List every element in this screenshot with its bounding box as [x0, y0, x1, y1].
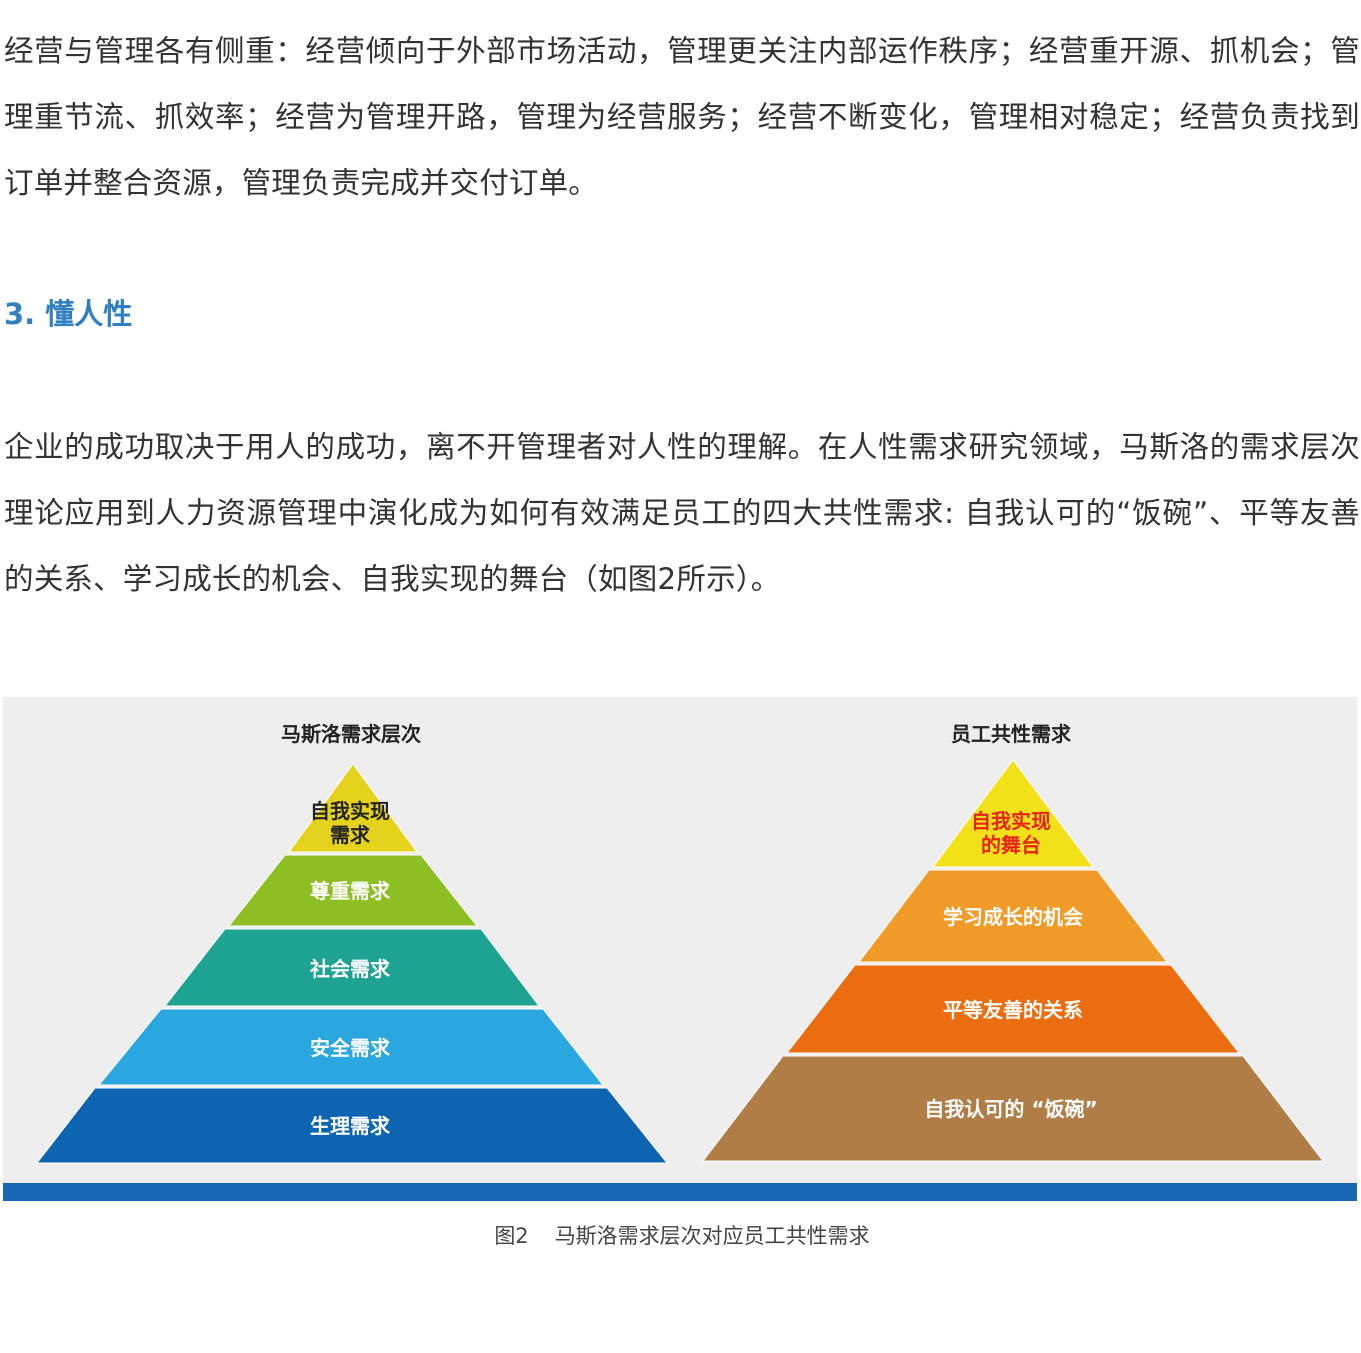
- left-pyramid-title: 马斯洛需求层次: [281, 722, 421, 746]
- intro-paragraph: 经营与管理各有侧重：经营倾向于外部市场活动，管理更关注内部运作秩序；经营重开源、…: [4, 34, 1360, 200]
- right-level-1-label-line1: 自我实现: [971, 809, 1051, 833]
- right-level-3-shape: [785, 964, 1241, 1054]
- caption-text: 马斯洛需求层次对应员工共性需求: [554, 1224, 870, 1248]
- left-level-1-shape: [288, 763, 418, 853]
- left-level-5-shape: [35, 1087, 669, 1164]
- left-level-5-label: 生理需求: [310, 1114, 391, 1138]
- figure-maslow-comparison: 马斯洛需求层次 自我实现 需求 尊重需求 社会需求 安全需求 生理需求 员工共性…: [3, 697, 1357, 1201]
- right-level-1-shape: [932, 759, 1094, 868]
- right-level-3-label: 平等友善的关系: [943, 998, 1083, 1022]
- pyramids-diagram: 马斯洛需求层次 自我实现 需求 尊重需求 社会需求 安全需求 生理需求 员工共性…: [35, 722, 1325, 1164]
- left-level-1-label-line2: 需求: [330, 823, 371, 847]
- left-level-1-label-line1: 自我实现: [310, 799, 390, 823]
- right-level-1-label-line2: 的舞台: [981, 833, 1041, 857]
- left-pyramid: 马斯洛需求层次 自我实现 需求 尊重需求 社会需求 安全需求 生理需求: [35, 722, 669, 1164]
- left-level-4-shape: [97, 1008, 605, 1086]
- left-level-3-shape: [163, 928, 541, 1007]
- left-level-3-label: 社会需求: [309, 957, 391, 981]
- figure-caption: 图2 马斯洛需求层次对应员工共性需求: [0, 1219, 1361, 1253]
- caption-label: 图2: [494, 1224, 529, 1248]
- left-level-4-label: 安全需求: [310, 1036, 391, 1060]
- left-level-2-shape: [227, 854, 479, 927]
- left-level-2-label: 尊重需求: [310, 879, 391, 903]
- right-level-2-label: 学习成长的机会: [943, 905, 1083, 929]
- body-paragraph: 企业的成功取决于用人的成功，离不开管理者对人性的理解。在人性需求研究领域，马斯洛…: [4, 430, 1360, 596]
- section-heading: 3. 懂人性: [4, 297, 133, 331]
- figure-baseline-bar: [3, 1183, 1357, 1201]
- right-level-2-shape: [857, 869, 1169, 963]
- right-pyramid: 员工共性需求 自我实现 的舞台 学习成长的机会 平等友善的关系 自我认可的 “饭…: [701, 722, 1325, 1162]
- right-level-4-shape: [701, 1055, 1325, 1162]
- right-pyramid-title: 员工共性需求: [951, 722, 1072, 746]
- right-level-4-label: 自我认可的 “饭碗”: [924, 1097, 1097, 1121]
